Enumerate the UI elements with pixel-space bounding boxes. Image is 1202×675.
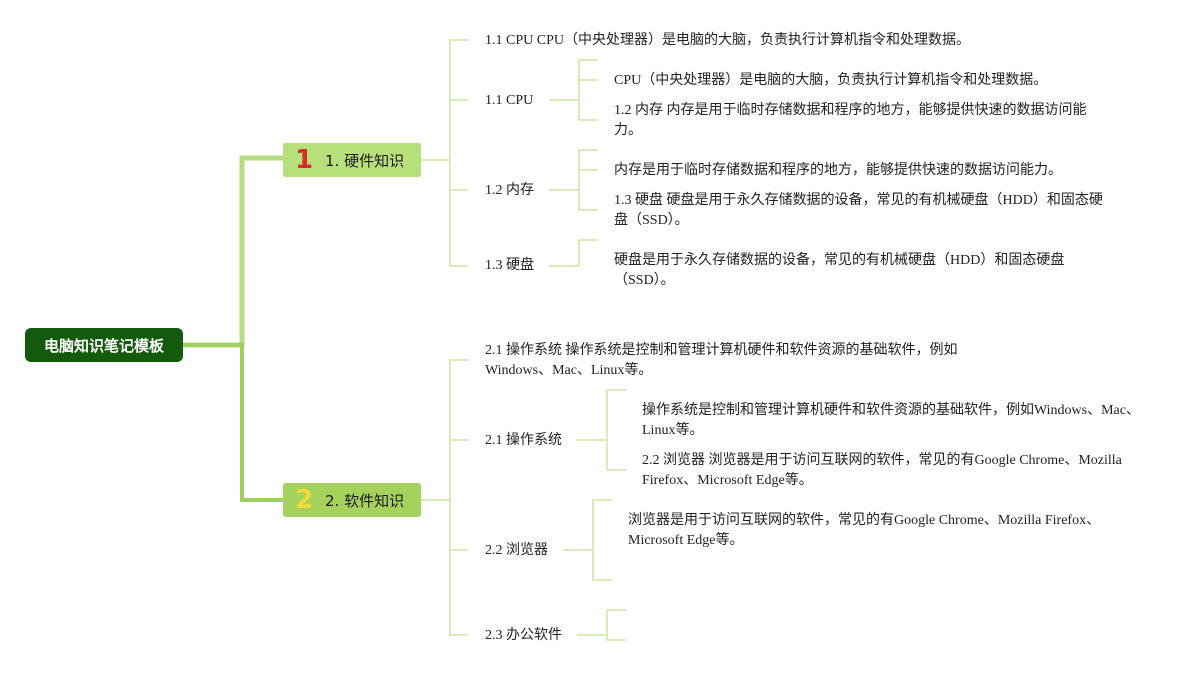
connector-office-notes [577,609,626,641]
summary-software[interactable]: 2.1 操作系统 操作系统是控制和管理计算机硬件和软件资源的基础软件，例如Win… [485,343,958,378]
branch-label-hardware: 1. 硬件知识 [325,151,405,170]
connector-os-notes [577,389,626,471]
connector-browser-notes [563,499,612,581]
note-memory-2[interactable]: 1.3 硬盘 硬盘是用于永久存储数据的设备，常见的有机械硬盘（HDD）和固态硬盘… [614,193,1103,228]
connector-memory-notes [549,149,598,211]
connector-root-branch2 [183,343,283,502]
topic-os[interactable]: 2.1 操作系统 [485,433,562,448]
note-os-2[interactable]: 2.2 浏览器 浏览器是用于访问互联网的软件，常见的有Google Chrome… [642,453,1122,488]
summary-hardware[interactable]: 1.1 CPU CPU（中央处理器）是电脑的大脑，负责执行计算机指令和处理数据。 [485,33,970,48]
branch-hardware[interactable]: 1 1. 硬件知识 [283,143,421,177]
note-memory-1[interactable]: 内存是用于临时存储数据和程序的地方，能够提供快速的数据访问能力。 [614,163,1062,178]
topic-office[interactable]: 2.3 办公软件 [485,628,562,643]
branch-badge-1: 1 [294,145,314,175]
connector-disk-notes [549,239,598,267]
connector-branch2-children [421,359,468,636]
root-label: 电脑知识笔记模板 [43,336,164,355]
note-cpu-1[interactable]: CPU（中央处理器）是电脑的大脑，负责执行计算机指令和处理数据。 [614,73,1048,88]
topic-memory[interactable]: 1.2 内存 [485,183,534,198]
topic-cpu[interactable]: 1.1 CPU [485,93,534,108]
note-cpu-2[interactable]: 1.2 内存 内存是用于临时存储数据和程序的地方，能够提供快速的数据访问能力。 [614,103,1087,138]
branch-software[interactable]: 2 2. 软件知识 [283,483,421,517]
note-disk-1[interactable]: 硬盘是用于永久存储数据的设备，常见的有机械硬盘（HDD）和固态硬盘（SSD）。 [614,253,1065,288]
connector-cpu-notes [549,59,598,121]
connector-root-branch1 [183,155,283,348]
branch-badge-2: 2 [294,485,314,515]
note-browser-1[interactable]: 浏览器是用于访问互联网的软件，常见的有Google Chrome、Mozilla… [628,513,1101,548]
topic-browser[interactable]: 2.2 浏览器 [485,543,548,558]
connector-branch1-children [421,39,468,267]
branch-label-software: 2. 软件知识 [325,491,405,510]
root-node[interactable]: 电脑知识笔记模板 [25,328,183,362]
note-os-1[interactable]: 操作系统是控制和管理计算机硬件和软件资源的基础软件，例如Windows、Mac、… [642,403,1140,438]
topic-disk[interactable]: 1.3 硬盘 [485,258,534,273]
